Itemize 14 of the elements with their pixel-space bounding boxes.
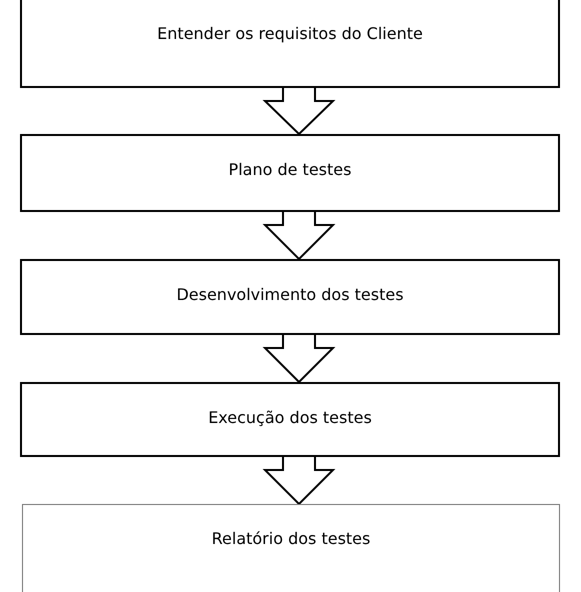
block-arrow bbox=[262, 456, 336, 506]
step-label: Entender os requisitos do Cliente bbox=[157, 24, 423, 45]
step-label: Plano de testes bbox=[228, 160, 352, 181]
step-label: Execução dos testes bbox=[208, 408, 372, 429]
step-label: Desenvolvimento dos testes bbox=[176, 285, 404, 306]
process-box bbox=[20, 382, 560, 457]
block-arrow bbox=[262, 211, 336, 260]
process-box bbox=[20, 134, 560, 212]
process-box bbox=[20, 0, 560, 88]
step-label: Relatório dos testes bbox=[212, 529, 370, 550]
process-box bbox=[22, 504, 560, 592]
block-arrow bbox=[262, 87, 336, 136]
block-arrow bbox=[262, 334, 336, 384]
process-box bbox=[20, 259, 560, 335]
